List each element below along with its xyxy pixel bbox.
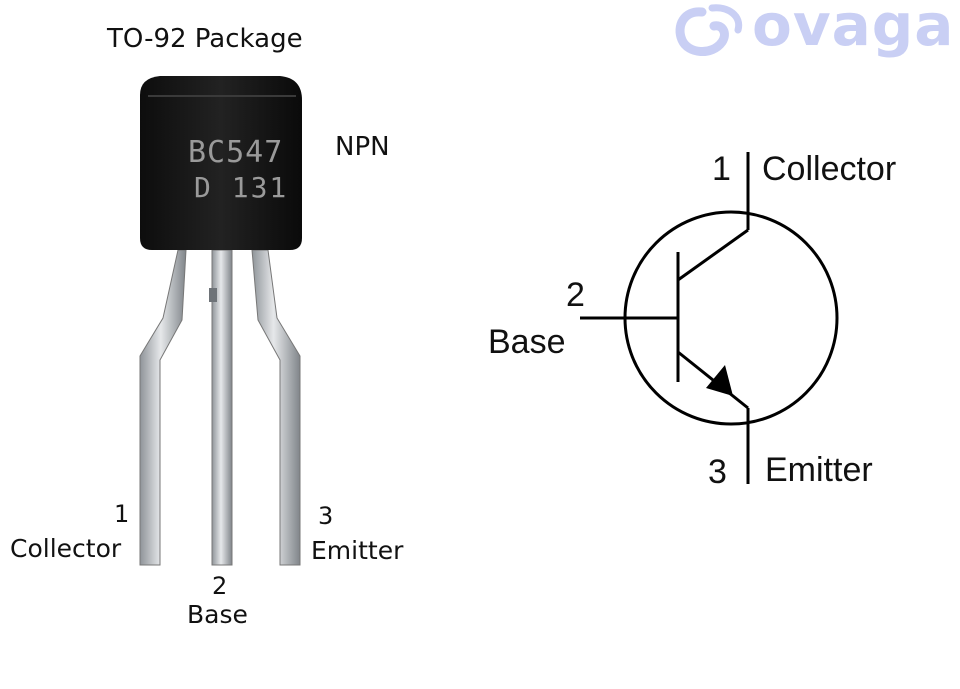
package-pin1-number: 1: [114, 500, 130, 528]
ovaga-logo: [672, 0, 960, 60]
symbol-pin1-number: 1: [712, 150, 731, 188]
lead-collector: [139, 249, 187, 566]
marking-line2: D 131: [194, 171, 289, 204]
symbol-pin1-name: Collector: [762, 150, 897, 188]
symbol-pin3-number: 3: [708, 453, 727, 491]
transistor-body: [140, 76, 302, 250]
package-pin3-name: Emitter: [311, 536, 404, 565]
ovaga-swirl-icon: [675, 4, 743, 56]
package-pin2-name: Base: [187, 600, 248, 629]
marking-line1: BC547: [188, 135, 284, 170]
logo-wordmark: ovaga: [752, 0, 955, 59]
type-label: NPN: [335, 132, 390, 162]
symbol-pin3-name: Emitter: [765, 451, 873, 489]
symbol-pin2-number: 2: [566, 276, 585, 314]
package-pin1-name: Collector: [10, 534, 122, 563]
package-title: TO-92 Package: [107, 24, 303, 54]
symbol-pin2-name: Base: [488, 323, 566, 361]
lead-emitter: [251, 249, 301, 566]
package-pin2-number: 2: [212, 572, 228, 600]
emitter-arrow: [706, 365, 733, 396]
package-pin3-number: 3: [318, 502, 334, 530]
collector-diagonal: [677, 228, 749, 282]
